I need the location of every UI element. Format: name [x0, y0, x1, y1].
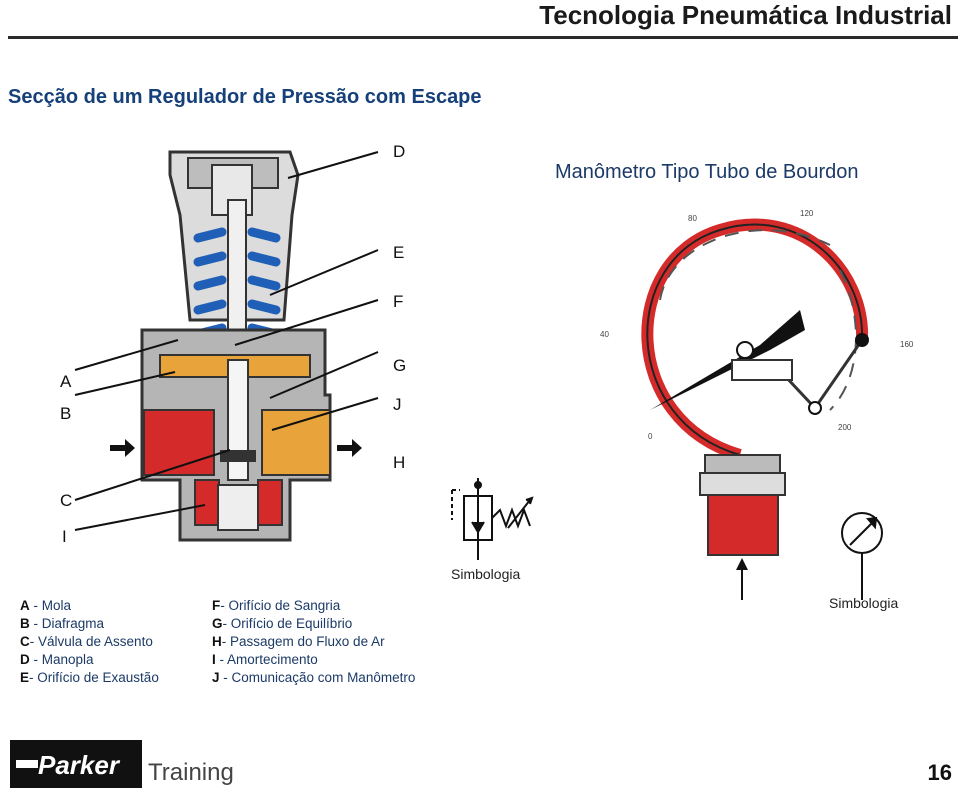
callout-H: H: [393, 453, 406, 472]
parker-training-logo: Parker Training: [10, 740, 240, 793]
svg-text:Parker: Parker: [38, 750, 121, 780]
gauge-symbol: [841, 512, 883, 600]
legend-item: I - Amortecimento: [212, 652, 318, 667]
scale-label-160: 160: [900, 340, 914, 349]
svg-text:Training: Training: [148, 759, 234, 786]
regulator-symbology-label: Simbologia: [451, 566, 521, 582]
legend-item: J - Comunicação com Manômetro: [212, 670, 416, 685]
callout-E: E: [393, 243, 405, 262]
legend-right-column: F- Orifício de Sangria G- Orifício de Eq…: [212, 597, 415, 687]
document-title: Tecnologia Pneumática Industrial: [539, 0, 952, 30]
callout-D: D: [393, 142, 406, 161]
gauge-title: Manômetro Tipo Tubo de Bourdon: [555, 161, 859, 183]
legend-item: C- Válvula de Assento: [20, 634, 153, 649]
bourdon-gauge-diagram: [641, 218, 883, 600]
legend-item: D - Manopla: [20, 652, 94, 667]
regulator-symbol: [451, 478, 534, 560]
header-rule: [8, 36, 958, 39]
callout-C: C: [60, 491, 73, 510]
regulator-section-diagram: [74, 150, 534, 560]
callout-J: J: [393, 395, 402, 414]
parker-logo: Parker Training: [10, 740, 234, 788]
section-title: Secção de um Regulador de Pressão com Es…: [8, 86, 482, 108]
scale-label-120: 120: [800, 209, 814, 218]
legend-item: G- Orifício de Equilíbrio: [212, 616, 353, 631]
callout-I: I: [62, 527, 67, 546]
legend-item: H- Passagem do Fluxo de Ar: [212, 634, 385, 649]
scale-label-40: 40: [600, 330, 609, 339]
legend-item: B - Diafragma: [20, 616, 105, 631]
scale-label-0: 0: [648, 432, 653, 441]
callout-G: G: [393, 356, 407, 375]
callout-F: F: [393, 292, 404, 311]
page-number: 16: [927, 760, 952, 785]
scale-label-200: 200: [838, 423, 852, 432]
legend-item: E- Orifício de Exaustão: [20, 670, 159, 685]
scale-label-80: 80: [688, 214, 697, 223]
bourdon-tube: [641, 218, 869, 461]
legend-item: A - Mola: [20, 598, 72, 613]
legend-left-column: A - Mola B - Diafragma C- Válvula de Ass…: [20, 597, 159, 687]
callout-B: B: [60, 404, 72, 423]
gauge-symbology-label: Simbologia: [829, 595, 899, 611]
callout-A: A: [60, 372, 72, 391]
legend-item: F- Orifício de Sangria: [212, 598, 341, 613]
